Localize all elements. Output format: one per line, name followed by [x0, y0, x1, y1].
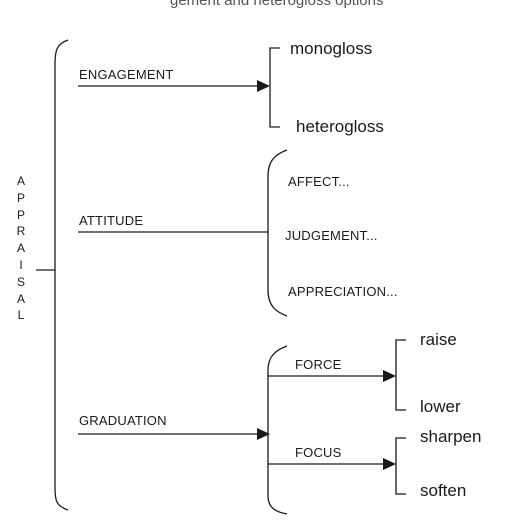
judgement-option: JUDGEMENT... [285, 228, 378, 243]
graduation-arrow [257, 428, 270, 440]
appraisal-letter: A [16, 174, 25, 188]
appraisal-bracket [54, 39, 69, 511]
lower-option: lower [420, 397, 461, 416]
appreciation-option: APPRECIATION... [288, 284, 398, 299]
appraisal-letter: A [16, 241, 25, 256]
heterogloss-option: heterogloss [296, 117, 384, 136]
appraisal-letter: L [17, 308, 25, 323]
appraisal-letter: P [16, 207, 25, 222]
attitude-bracket [267, 149, 288, 317]
raise-option: raise [420, 330, 457, 349]
engagement-arrow [257, 80, 270, 92]
appraisal-letter: P [16, 190, 25, 205]
focus-arrow [383, 458, 396, 470]
affect-option: AFFECT... [288, 174, 350, 189]
appraisal-letter: A [16, 291, 25, 306]
attitude-label: ATTITUDE [79, 213, 144, 228]
graduation-bracket [267, 345, 288, 515]
soften-option: soften [420, 481, 467, 500]
appraisal-letter: R [16, 224, 26, 239]
force-arrow [383, 370, 396, 382]
focus-label: FOCUS [295, 445, 342, 460]
sharpen-option: sharpen [420, 427, 482, 446]
focus-option-bracket [395, 437, 406, 495]
graduation-label: GRADUATION [79, 413, 167, 428]
force-label: FORCE [295, 357, 342, 372]
appraisal-letter: I [19, 257, 23, 272]
appraisal-letter: S [16, 274, 25, 289]
engagement-label: ENGAGEMENT [79, 67, 174, 82]
monogloss-option: monogloss [290, 39, 373, 58]
appraisal-root-label: A P P R A I S A L [15, 173, 27, 324]
engagement-option-bracket [269, 47, 280, 128]
header-fragment: gement and heterogloss options [170, 0, 384, 9]
force-option-bracket [395, 339, 406, 411]
